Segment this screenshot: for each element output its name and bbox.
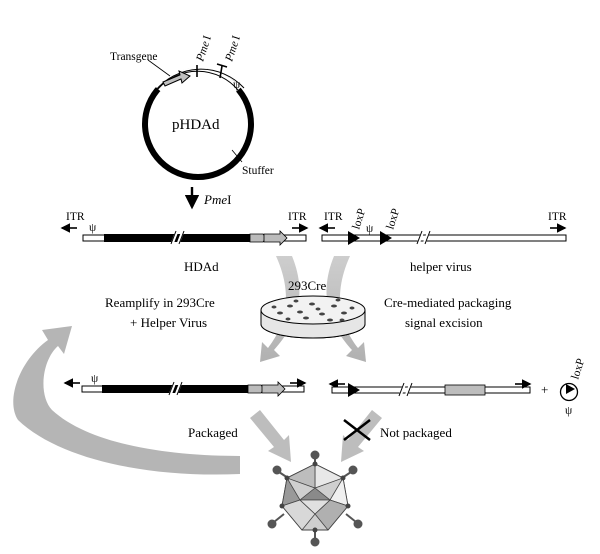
helper-psi-label: ψ: [366, 223, 374, 235]
plus-sign: +: [541, 382, 548, 397]
digest-step: PmeI: [184, 187, 231, 210]
cell-line-label: 293Cre: [288, 278, 327, 293]
helper-itr-left-label: ITR: [324, 211, 343, 223]
flow-arrow-left: [260, 256, 300, 362]
pme-label-2: PmeI: [223, 34, 243, 64]
hdad-itr-right-label: ITR: [288, 211, 307, 223]
adenovirus-virion: [267, 450, 363, 547]
excised-loxp-label: loxP: [569, 357, 587, 381]
cell-culture-dish: [260, 295, 366, 339]
plasmid-name: pHDAd: [172, 117, 220, 133]
excised-loxp-site: [566, 384, 575, 394]
hdad-psi-label: ψ: [89, 222, 97, 234]
digest-enzyme-label: PmeI: [203, 192, 231, 207]
plasmid-pHDAd: Transgene PmeI PmeI ψ pHDAd Stuffer: [110, 34, 274, 180]
helper-backbone: [321, 234, 567, 242]
hdad-product-psi-label: ψ: [91, 373, 99, 385]
packaged-arrow: [250, 410, 291, 462]
packaging-outcome: Packaged Not packaged: [188, 410, 452, 462]
flow-arrow-right: [326, 256, 366, 362]
hdad-genome: ITR ψ ITR HDAd: [60, 211, 309, 274]
helper-product-genome: [328, 379, 532, 397]
helper-loxp-site-1: [348, 231, 360, 245]
cre-excision-line-2: signal excision: [405, 315, 483, 330]
transgene-label: Transgene: [110, 51, 158, 63]
stuffer-label: Stuffer: [242, 165, 274, 177]
helper-loxp-label-2: loxP: [384, 207, 402, 231]
helper-product-backbone: [331, 386, 531, 394]
helper-virus-genome: ITR loxP loxP ψ ITR helper virus: [318, 207, 567, 274]
plasmid-transgene-cassette: [162, 70, 191, 87]
reamplify-line-1: Reamplify in 293Cre: [105, 295, 215, 310]
hdad-transgene-block-2: [263, 230, 288, 246]
not-packaged-arrow: [341, 410, 382, 462]
plasmid-psi-label: ψ: [233, 79, 241, 91]
helper-loxp-site-2: [380, 231, 392, 245]
helper-product-gene-block: [444, 384, 486, 396]
hdad-stuffer-block: [104, 234, 250, 242]
not-packaged-cross-2: [343, 419, 371, 441]
excised-psi-label: ψ: [565, 405, 573, 417]
hdad-product-genome: ψ: [63, 373, 307, 397]
reamplify-cycle-arrow: [13, 326, 241, 475]
coinfection-flow: 293Cre Reamplify in 293Cre + Helper Viru…: [105, 256, 512, 362]
helper-product-loxp: [348, 383, 360, 397]
packaged-label: Packaged: [188, 425, 238, 440]
hdad-label: HDAd: [184, 259, 219, 274]
pme-label-1: PmeI: [194, 34, 214, 64]
helper-label: helper virus: [410, 259, 472, 274]
not-packaged-label: Not packaged: [380, 425, 452, 440]
pme-site-2: [219, 65, 223, 79]
excised-circle-ring: [559, 382, 579, 402]
hdad-itr-left-label: ITR: [66, 211, 85, 223]
helper-itr-right-label: ITR: [548, 211, 567, 223]
cre-excision-line-1: Cre-mediated packaging: [384, 295, 512, 310]
reamplify-line-2: + Helper Virus: [130, 315, 207, 330]
excised-circle: + loxP ψ: [541, 357, 587, 417]
